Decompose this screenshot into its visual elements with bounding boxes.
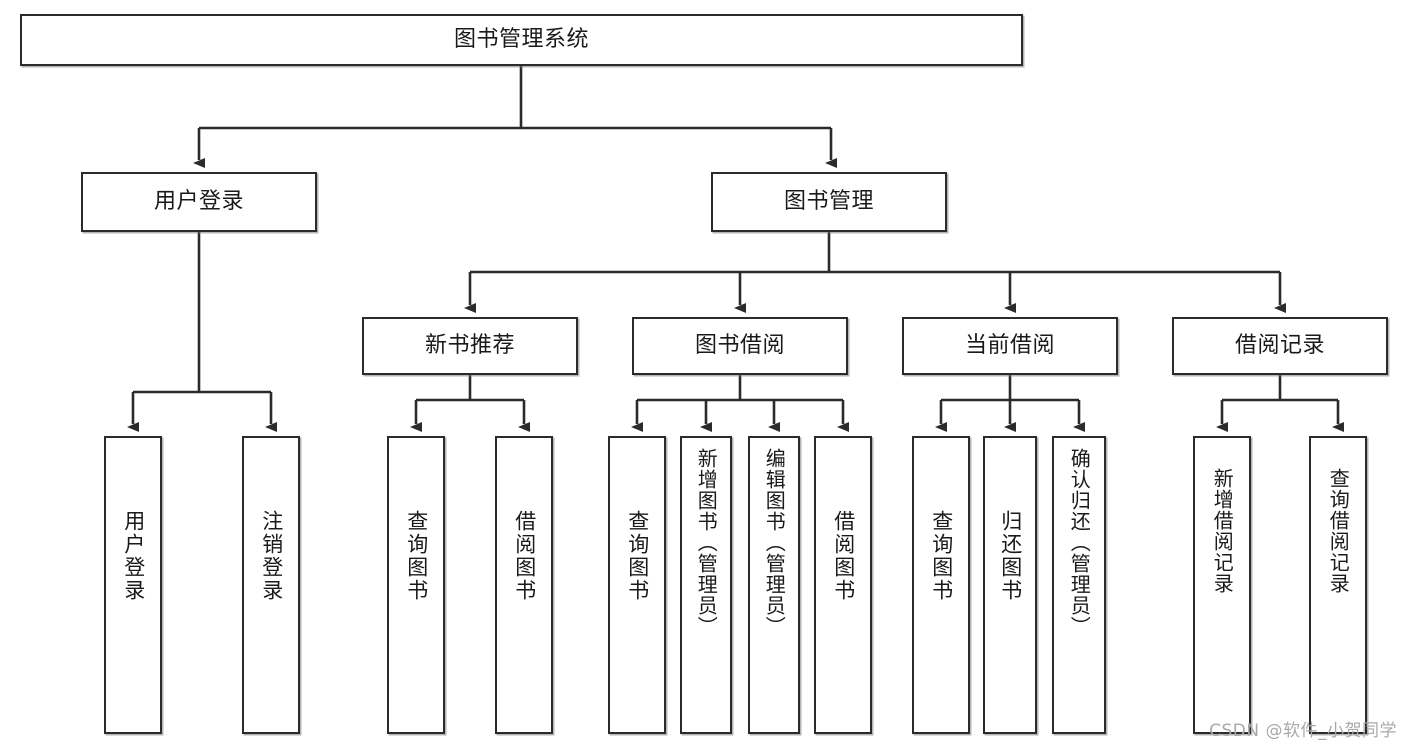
- node-label: 查询借阅记录: [1326, 468, 1351, 594]
- leaf-query-book-borrow[interactable]: 查询图书: [608, 436, 666, 734]
- node-label: 借阅记录: [1234, 333, 1325, 359]
- node-new-book-recommend[interactable]: 新书推荐: [362, 317, 578, 375]
- leaf-add-borrow-record[interactable]: 新增借阅记录: [1193, 436, 1251, 734]
- node-label: 查询图书: [404, 510, 429, 602]
- node-label: 新增图书（管理员）: [694, 448, 719, 637]
- csdn-watermark: CSDN @软件_小贺同学: [1209, 721, 1397, 741]
- leaf-confirm-return-admin[interactable]: 确认归还（管理员）: [1052, 436, 1106, 734]
- node-label: 归还图书: [998, 510, 1023, 602]
- node-label: 图书管理系统: [453, 27, 589, 53]
- leaf-query-book-recommend[interactable]: 查询图书: [387, 436, 445, 734]
- node-label: 当前借阅: [964, 333, 1055, 359]
- node-label: 注销登录: [259, 510, 284, 602]
- node-label: 新书推荐: [424, 333, 515, 359]
- leaf-borrow-book-recommend[interactable]: 借阅图书: [495, 436, 553, 734]
- node-book-borrow[interactable]: 图书借阅: [632, 317, 848, 375]
- node-label: 查询图书: [625, 510, 650, 602]
- node-label: 用户登录: [153, 189, 244, 215]
- node-label: 图书借阅: [694, 333, 785, 359]
- node-borrow-record[interactable]: 借阅记录: [1172, 317, 1388, 375]
- leaf-return-book[interactable]: 归还图书: [983, 436, 1037, 734]
- node-book-management[interactable]: 图书管理: [711, 172, 947, 232]
- node-label: 借阅图书: [831, 510, 856, 602]
- node-root-book-management-system[interactable]: 图书管理系统: [20, 14, 1023, 66]
- node-label: 借阅图书: [512, 510, 537, 602]
- node-label: 确认归还（管理员）: [1067, 448, 1092, 637]
- leaf-query-borrow-record[interactable]: 查询借阅记录: [1309, 436, 1367, 734]
- node-label: 查询图书: [929, 510, 954, 602]
- node-current-borrow[interactable]: 当前借阅: [902, 317, 1118, 375]
- node-label: 用户登录: [121, 510, 146, 602]
- leaf-add-book-admin[interactable]: 新增图书（管理员）: [680, 436, 732, 734]
- leaf-user-login[interactable]: 用户登录: [104, 436, 162, 734]
- node-label: 图书管理: [783, 189, 874, 215]
- leaf-logout[interactable]: 注销登录: [242, 436, 300, 734]
- leaf-edit-book-admin[interactable]: 编辑图书（管理员）: [748, 436, 800, 734]
- node-user-login[interactable]: 用户登录: [81, 172, 317, 232]
- leaf-borrow-book[interactable]: 借阅图书: [814, 436, 872, 734]
- leaf-query-book-current[interactable]: 查询图书: [912, 436, 970, 734]
- node-label: 编辑图书（管理员）: [762, 448, 787, 637]
- node-label: 新增借阅记录: [1210, 468, 1235, 594]
